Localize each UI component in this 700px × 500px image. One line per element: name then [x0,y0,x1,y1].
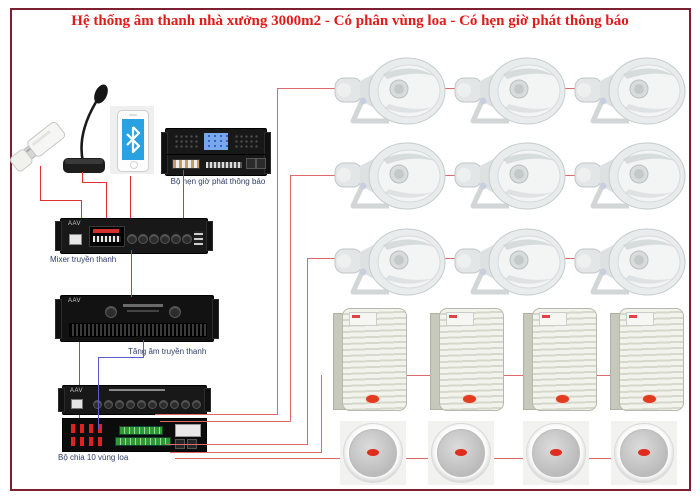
wire [82,182,107,183]
speaker-logo [638,449,650,456]
horn-speaker [573,226,687,305]
usb-port [71,399,83,409]
terminal-block [115,437,171,446]
power-outlet [246,158,256,169]
phone-speaker-slit [129,114,137,116]
mixer-display [89,226,125,247]
terminal-block [119,426,163,435]
vent-band [69,323,207,337]
announcement-timer-device [161,128,271,176]
vent-grille [234,134,258,149]
speaker-logo [550,449,562,456]
wire [170,452,322,453]
horn-speaker [573,140,687,219]
panel-text [109,389,165,391]
speaker-logo [366,395,379,403]
column-speaker [523,308,597,412]
wire [183,170,184,218]
usb-drive-image [10,121,66,172]
phone-body [117,110,149,172]
wire [81,200,82,218]
zone-selector-brand: AAV [70,388,84,394]
zone-splitter-device [62,418,207,452]
binding-posts [71,424,107,433]
wire [106,182,107,218]
horn-speaker [333,140,447,219]
power-outlet [256,158,266,169]
wire [155,414,278,415]
horn-speaker [453,226,567,305]
ceiling-speaker [611,421,677,485]
speaker-logo [463,395,476,403]
speaker-mesh [437,429,485,477]
wire [160,421,291,422]
wire [143,340,144,358]
terminal-strip [206,162,242,168]
binding-posts [71,437,107,446]
amplifier-label: Tăng âm truyền thanh [128,347,207,356]
speaker-sticker [626,312,654,326]
horn-speaker [453,140,567,219]
page-title: Hệ thống âm thanh nhà xưởng 3000m2 - Có … [71,13,629,29]
wire [175,458,645,459]
bluetooth-phone [110,106,154,174]
wire [98,357,99,429]
speaker-logo [556,395,569,403]
horn-speaker [453,55,567,134]
ceiling-speaker [523,421,589,485]
mixer-label: Mixer truyền thanh [50,255,117,264]
horn-speaker [333,55,447,134]
wire [98,357,144,358]
output-ports [194,231,203,245]
power-amplifier-device: AAV [55,295,219,342]
wire [321,375,322,453]
speaker-sticker [539,312,567,326]
usb-port [69,234,82,245]
wire [40,200,82,201]
amp-model-text [123,304,163,307]
speaker-mesh [620,429,668,477]
timer-keypad-display [204,133,228,150]
wire [131,250,132,297]
column-speaker [610,308,684,412]
wire [79,338,80,420]
ceiling-speaker [340,421,406,485]
speaker-logo [367,449,379,456]
gooseneck-microphone-image [63,84,108,173]
horn-speaker [573,55,687,134]
mixer-brand: AAV [68,221,82,227]
wire [82,172,83,182]
wire [307,258,308,445]
bluetooth-icon [126,126,141,154]
splitter-label: Bộ chia 10 vùng loa [58,453,129,462]
wire [40,166,41,200]
terminal-strip [172,159,200,169]
spec-sticker [175,424,201,437]
diagram-border [10,8,691,491]
phone-home-button [130,161,138,169]
column-speaker [333,308,407,412]
vent-grille [174,134,198,149]
speaker-sticker [446,312,474,326]
speaker-sticker [349,312,377,326]
wire [277,88,278,415]
amplifier-brand: AAV [68,298,82,304]
phone-screen [122,119,144,160]
horn-speaker [333,226,447,305]
zone-selector-device: AAV [58,385,211,415]
wire [290,175,291,422]
wire [165,444,308,445]
ceiling-speaker [428,421,494,485]
speaker-logo [455,449,467,456]
wire [130,176,131,218]
speaker-logo [643,395,656,403]
column-speaker [430,308,504,412]
timer-label: Bộ hẹn giờ phát thông báo [170,177,266,186]
mixer-device: AAV [55,218,213,254]
